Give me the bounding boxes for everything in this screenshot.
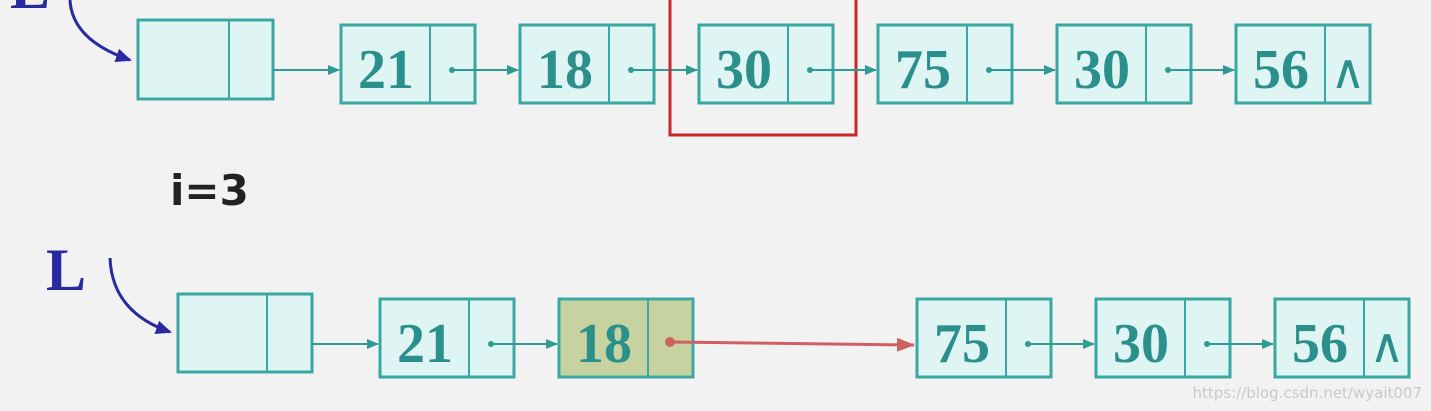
top-node-30-selected: 30 (697, 23, 835, 105)
bottom-node-30-value: 30 (1113, 313, 1169, 375)
top-node-30: 30 (1055, 23, 1193, 105)
top-node-18-value: 18 (537, 39, 593, 101)
watermark: https://blog.csdn.net/wyait007 (1193, 384, 1422, 402)
top-node-21: 21 (339, 23, 477, 105)
bottom-head-node (176, 292, 314, 374)
bottom-node-21-value: 21 (397, 313, 453, 375)
bottom-node-56-value: 56 (1292, 313, 1348, 375)
top-node-30b-value: 30 (1074, 39, 1130, 101)
top-node-56: 56 ∧ (1234, 23, 1372, 105)
step-label: i=3 (170, 166, 249, 215)
bottom-node-75: 75 (915, 297, 1053, 379)
top-node-21-value: 21 (358, 39, 414, 101)
bottom-node-18-highlighted: 18 (557, 297, 695, 379)
relink-arrow (669, 337, 915, 352)
top-head-label: L (10, 0, 50, 21)
top-node-75: 75 (876, 23, 1014, 105)
top-list: L 21 18 30 (10, 0, 1372, 137)
bottom-list: L 21 18 75 (46, 237, 1411, 379)
null-symbol: ∧ (1369, 318, 1404, 374)
selection-box (668, 0, 858, 137)
top-head-pointer-arrow (68, 0, 132, 63)
top-node-75-value: 75 (895, 39, 951, 101)
bottom-head-label: L (46, 237, 86, 303)
bottom-node-18-value: 18 (576, 313, 632, 375)
bottom-head-pointer-arrow (108, 257, 172, 335)
top-node-18: 18 (518, 23, 656, 105)
bottom-node-30: 30 (1094, 297, 1232, 379)
bottom-node-21: 21 (378, 297, 516, 379)
bottom-node-56: 56 ∧ (1273, 297, 1411, 379)
null-symbol: ∧ (1330, 44, 1365, 100)
top-head-node (136, 18, 275, 101)
bottom-node-75-value: 75 (934, 313, 990, 375)
top-node-30-value: 30 (716, 39, 772, 101)
top-node-56-value: 56 (1253, 39, 1309, 101)
